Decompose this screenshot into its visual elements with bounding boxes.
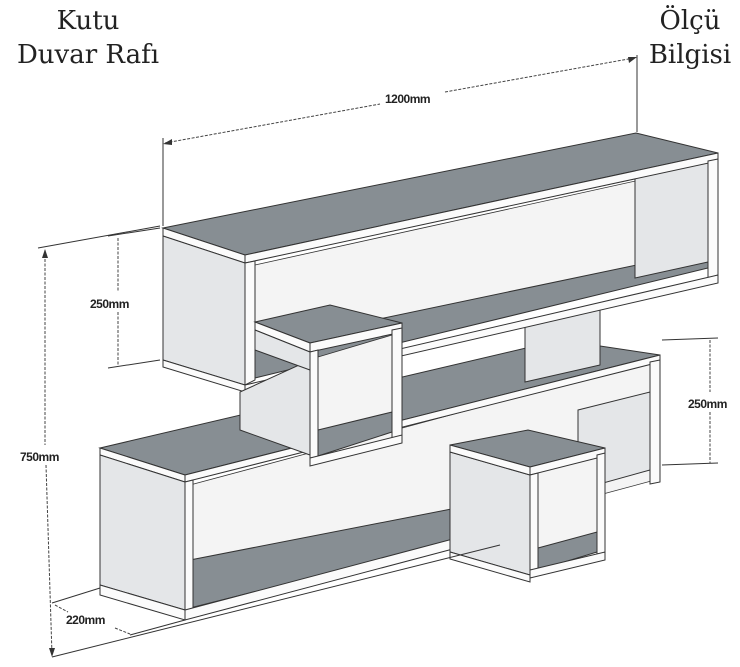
- dimension-total-height: 750mm: [20, 225, 161, 657]
- measurement-info-title: Ölçü Bilgisi: [640, 4, 740, 72]
- small-cube-left: [239, 304, 403, 467]
- title-right-line-1: Ölçü: [659, 6, 721, 36]
- dimension-depth: 220mm: [51, 544, 501, 658]
- depth-label: 220mm: [66, 613, 105, 627]
- width-label: 1200mm: [385, 92, 430, 106]
- total-height-label: 750mm: [20, 450, 59, 464]
- dimension-upper-height: 250mm: [90, 227, 161, 369]
- product-title: Kutu Duvar Rafı: [8, 4, 168, 72]
- small-cube-right: [449, 429, 606, 583]
- title-line-1: Kutu: [56, 6, 120, 36]
- dimension-width: 1200mm: [162, 55, 638, 226]
- upper-height-label: 250mm: [90, 297, 129, 311]
- title-right-line-2: Bilgisi: [648, 40, 732, 70]
- title-line-2: Duvar Rafı: [16, 40, 160, 70]
- lower-height-label: 250mm: [688, 397, 727, 411]
- dimension-lower-height: 250mm: [661, 337, 727, 466]
- lower-box-left-panel: [99, 454, 186, 611]
